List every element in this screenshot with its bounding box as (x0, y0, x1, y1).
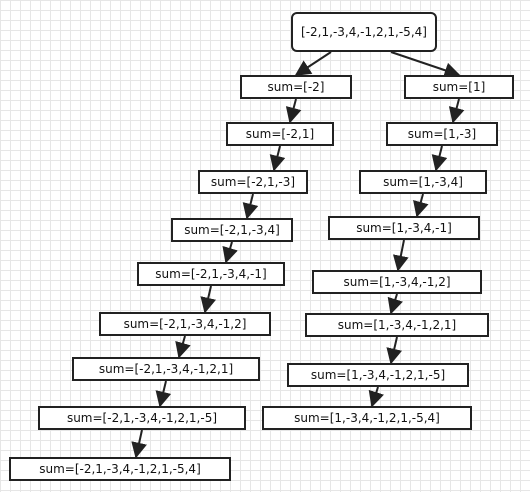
arrow-right-5 (387, 293, 403, 315)
right-node-6: sum=[1,-3,4,-1,2,1] (305, 313, 489, 337)
arrow-left-7 (155, 380, 172, 408)
arrow-left-8 (131, 429, 147, 459)
left-node-4: sum=[-2,1,-3,4] (171, 218, 293, 242)
arrow-left-4 (222, 241, 238, 264)
arrow-right-1 (448, 98, 465, 124)
arrow-right-4 (392, 239, 409, 272)
arrow-left-5 (200, 285, 217, 314)
left-node-6: sum=[-2,1,-3,4,-1,2] (99, 312, 271, 336)
left-node-7: sum=[-2,1,-3,4,-1,2,1] (72, 357, 260, 381)
arrow-right-6 (386, 336, 403, 365)
root-node: [-2,1,-3,4,-1,2,1,-5,4] (291, 12, 437, 52)
left-node-9: sum=[-2,1,-3,4,-1,2,1,-5,4] (9, 457, 231, 481)
arrow-root-to-left (294, 51, 332, 76)
arrow-right-2 (431, 145, 448, 172)
arrow-root-to-right (390, 51, 461, 78)
arrow-right-7 (368, 386, 384, 408)
right-node-4: sum=[1,-3,4,-1] (328, 216, 480, 240)
left-node-3: sum=[-2,1,-3] (198, 170, 308, 194)
arrow-left-3 (242, 193, 259, 220)
left-node-2: sum=[-2,1] (226, 122, 334, 146)
right-node-7: sum=[1,-3,4,-1,2,1,-5] (287, 363, 469, 387)
right-node-3: sum=[1,-3,4] (359, 170, 487, 194)
right-node-1: sum=[1] (404, 75, 514, 99)
left-node-1: sum=[-2] (240, 75, 352, 99)
right-node-5: sum=[1,-3,4,-1,2] (312, 270, 482, 294)
arrow-left-6 (175, 335, 191, 359)
left-node-5: sum=[-2,1,-3,4,-1] (137, 262, 285, 286)
arrow-left-1 (285, 98, 302, 124)
left-node-8: sum=[-2,1,-3,4,-1,2,1,-5] (38, 406, 246, 430)
right-node-8: sum=[1,-3,4,-1,2,1,-5,4] (262, 406, 472, 430)
arrow-right-3 (413, 193, 429, 218)
right-node-2: sum=[1,-3] (386, 122, 498, 146)
arrow-left-2 (269, 145, 286, 172)
